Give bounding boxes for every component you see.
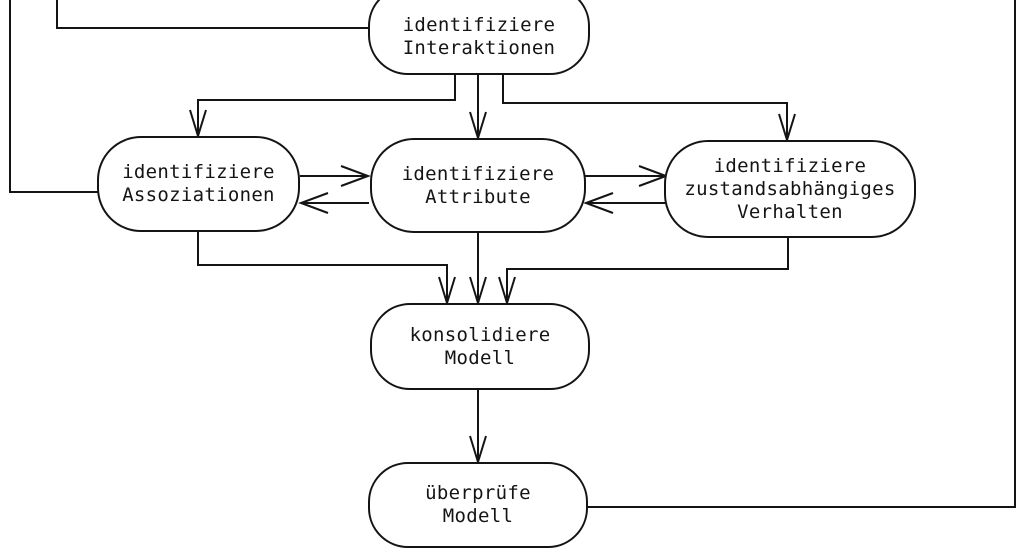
node-label: identifiziere Interaktionen bbox=[402, 13, 556, 59]
node-label: überprüfe Modell bbox=[425, 482, 531, 527]
node-ueberpruefe-modell: überprüfe Modell bbox=[368, 462, 588, 548]
node-identifiziere-interaktionen: identifiziere Interaktionen bbox=[368, 0, 590, 75]
edge-feedback-to-interaktionen bbox=[56, 0, 372, 29]
node-label: identifiziere Attribute bbox=[401, 162, 555, 208]
node-label: konsolidiere Modell bbox=[409, 323, 551, 369]
node-identifiziere-assoziationen: identifiziere Assoziationen bbox=[97, 136, 300, 232]
edge-assoziationen-konsolidiere bbox=[197, 231, 448, 303]
edge-ueberpruefe-feedback bbox=[586, 0, 1016, 508]
node-label: identifiziere Assoziationen bbox=[122, 161, 275, 206]
node-label: identifiziere zustandsabhängiges Verhalt… bbox=[684, 154, 896, 223]
node-konsolidiere-modell: konsolidiere Modell bbox=[370, 303, 590, 390]
edge-interaktionen-verhalten bbox=[502, 74, 788, 140]
edge-verhalten-konsolidiere bbox=[506, 238, 789, 303]
node-identifiziere-zustandsabhaengiges-verhalten: identifiziere zustandsabhängiges Verhalt… bbox=[664, 140, 916, 238]
arrowhead-left bbox=[583, 192, 614, 214]
edge-feedback-to-assoziationen bbox=[9, 0, 98, 193]
arrowhead-right bbox=[340, 165, 371, 187]
node-identifiziere-attribute: identifiziere Attribute bbox=[370, 138, 586, 233]
arrowhead-left bbox=[298, 192, 329, 214]
edge-interaktionen-assoziationen bbox=[197, 74, 456, 136]
